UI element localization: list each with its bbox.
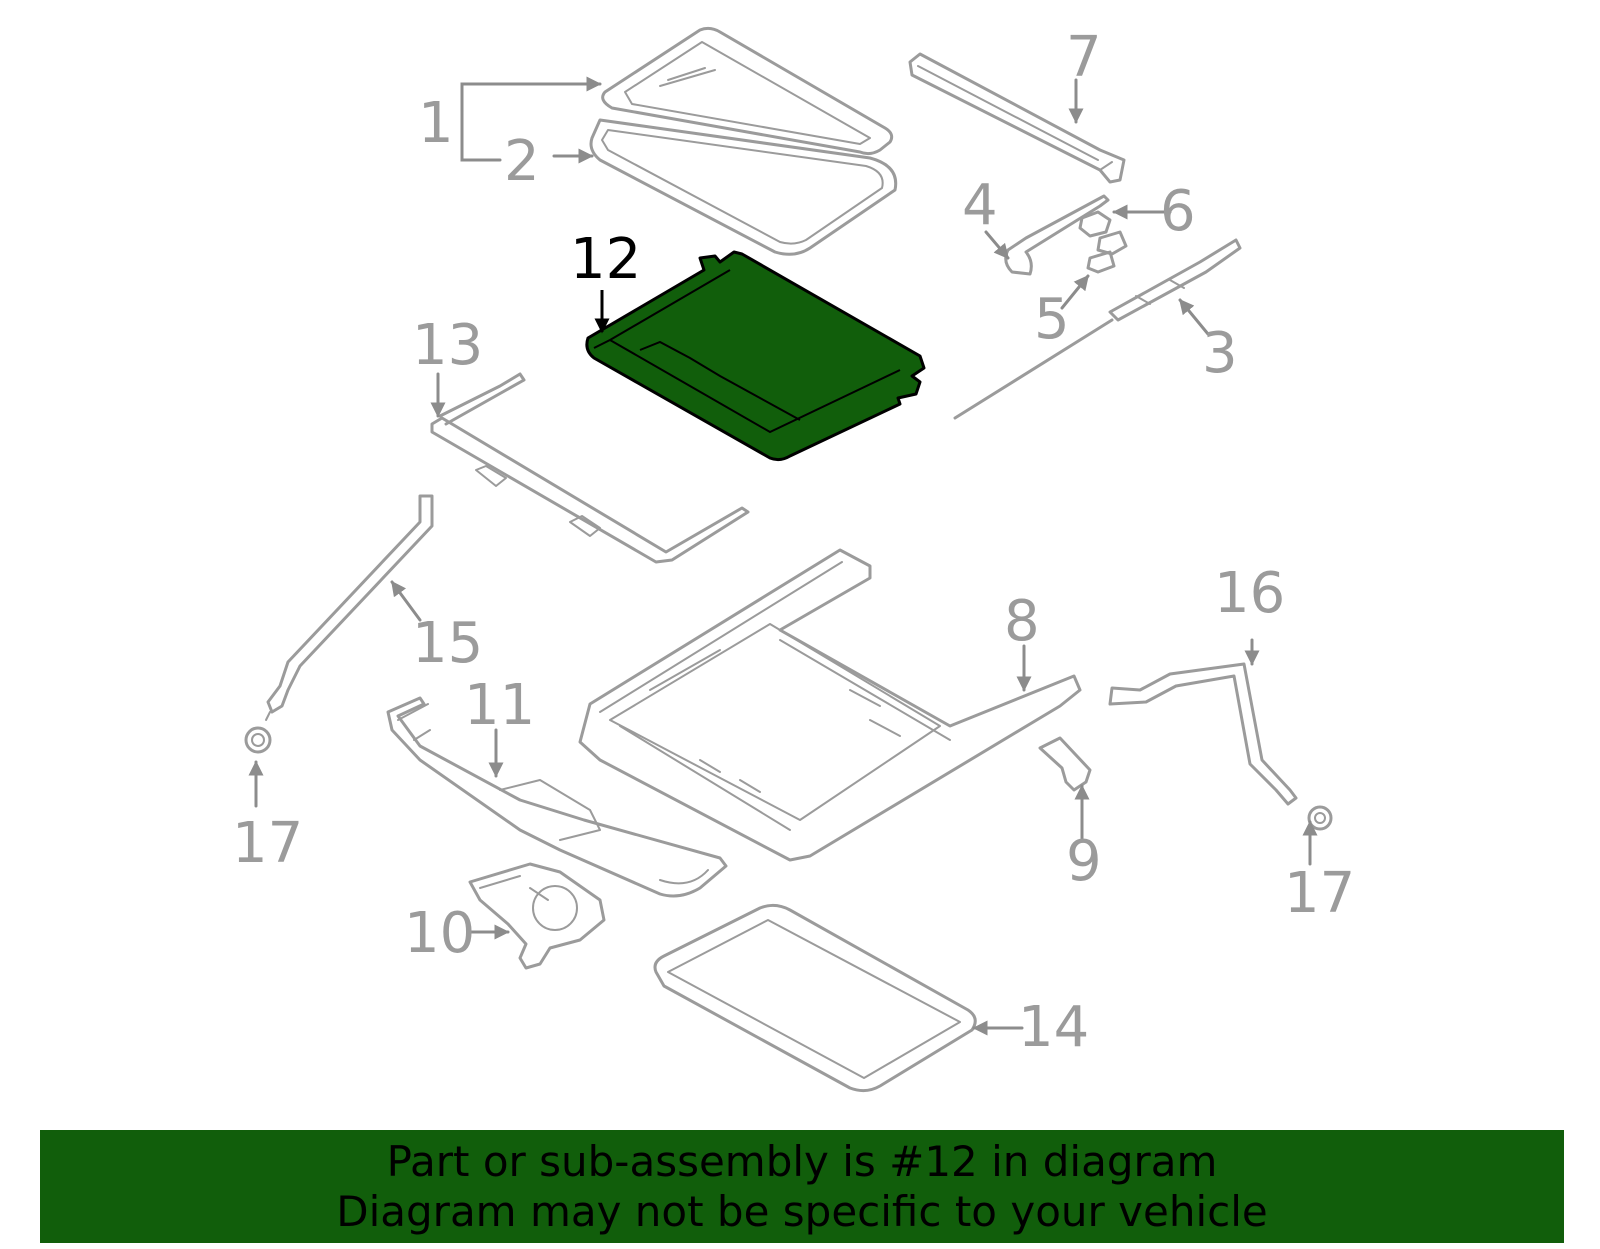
- sunroof-frame-part: [578, 548, 1082, 862]
- callout-4: 4: [962, 173, 998, 238]
- clip-part-6: [1078, 210, 1128, 256]
- callout-12-highlighted: 12: [570, 227, 641, 292]
- banner-line-part-number: Part or sub-assembly is #12 in diagram: [386, 1136, 1218, 1186]
- callout-10: 10: [404, 901, 475, 966]
- callout-2: 2: [504, 129, 540, 194]
- drive-cable-part: [386, 696, 728, 898]
- shade-rail-part: [430, 372, 750, 564]
- callout-numbers: 1 2 7 4 6 5 3 12 13 15 8 16 11 17 9 17 1…: [232, 25, 1355, 1060]
- callout-15: 15: [412, 611, 483, 676]
- callout-1: 1: [418, 91, 454, 156]
- motor-part: [468, 862, 606, 970]
- drain-hose-right-part: [1108, 662, 1333, 831]
- sunshade-part-highlighted: [585, 250, 926, 462]
- trim-frame-part: [653, 903, 977, 1093]
- callout-11: 11: [464, 673, 535, 738]
- info-banner: Part or sub-assembly is #12 in diagram D…: [40, 1130, 1564, 1243]
- callout-5: 5: [1034, 287, 1070, 352]
- leader-lines: [248, 76, 1318, 1036]
- clip-part-5: [1086, 250, 1116, 274]
- callout-9: 9: [1066, 829, 1102, 894]
- callout-8: 8: [1004, 589, 1040, 654]
- bracket-part-4: [1004, 194, 1110, 276]
- glass-panel-part: [601, 26, 894, 156]
- banner-line-disclaimer: Diagram may not be specific to your vehi…: [336, 1186, 1268, 1236]
- callout-16: 16: [1214, 561, 1285, 626]
- callout-17-left: 17: [232, 811, 303, 876]
- callout-14: 14: [1018, 995, 1089, 1060]
- drain-hose-left-part: [244, 494, 434, 754]
- bracket-part-9: [1038, 736, 1092, 792]
- deflector-part: [908, 52, 1126, 184]
- callout-3: 3: [1202, 321, 1238, 386]
- callout-7: 7: [1066, 25, 1102, 90]
- callout-6: 6: [1160, 179, 1196, 244]
- drain-rail-part: [953, 238, 1242, 420]
- callout-17-right: 17: [1284, 861, 1355, 926]
- callout-13: 13: [412, 313, 483, 378]
